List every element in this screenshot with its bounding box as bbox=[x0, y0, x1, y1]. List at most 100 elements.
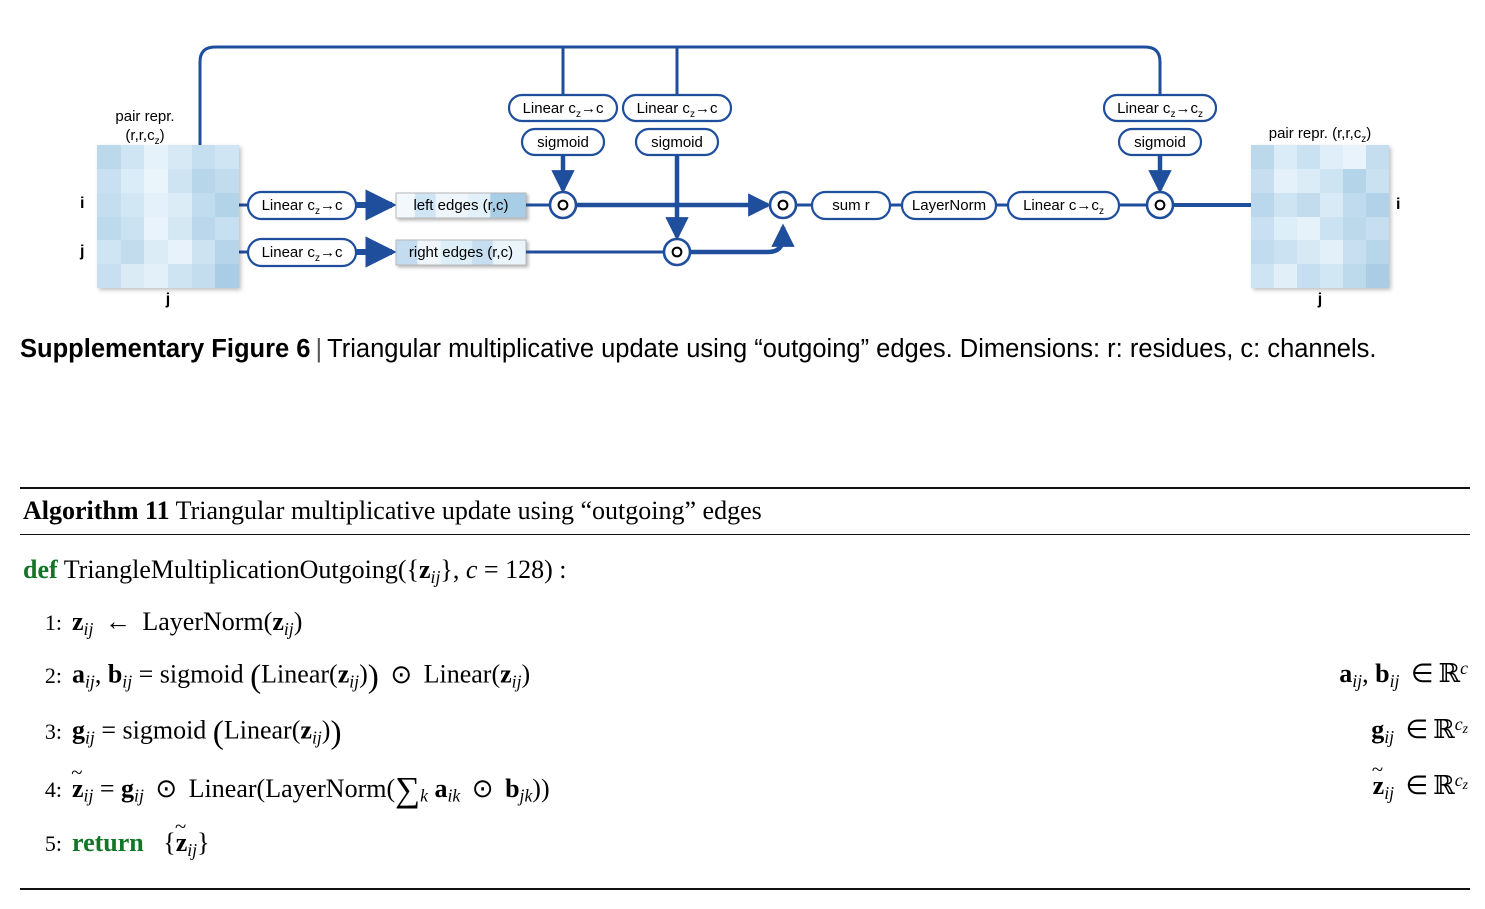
diagram-svg bbox=[99, 45, 1369, 268]
algorithm-rule-mid bbox=[20, 534, 1470, 535]
line4-layernorm: LayerNorm bbox=[265, 773, 387, 803]
right-matrix-cell-4-3 bbox=[1320, 240, 1343, 265]
algorithm-line-3: 3:gij = sigmoid (Linear(zij)) gij ∈ℝcz bbox=[20, 705, 1470, 761]
label-linear-i: Linear cz→c bbox=[248, 197, 356, 217]
tilde-mark-4: ~ bbox=[71, 760, 83, 784]
label-linear-out: Linear c→cz bbox=[1008, 197, 1119, 217]
label-sigmoid-b: sigmoid bbox=[651, 134, 703, 151]
left-matrix-title-sub: z bbox=[154, 136, 160, 147]
left-matrix-cell-2-5 bbox=[215, 192, 239, 217]
label-linear-gate-b-text: Linear c bbox=[636, 100, 690, 117]
def-param-c: c bbox=[465, 555, 478, 584]
label-linear-gate-b-end: →c bbox=[694, 100, 718, 117]
label-linear-gate-out: Linear cz→cz bbox=[1104, 100, 1216, 120]
left-matrix-cell-3-1 bbox=[120, 216, 145, 241]
left-matrix-title-rrc: (r,r,c bbox=[125, 127, 155, 144]
line4-ztilde-sub: ij bbox=[83, 785, 94, 806]
right-matrix-cell-0-1 bbox=[1274, 145, 1297, 169]
line3-linear: Linear bbox=[223, 715, 292, 745]
algorithm-rule-top bbox=[20, 487, 1470, 489]
elem-sym-4: ∈ bbox=[1405, 770, 1429, 800]
left-matrix-cell-1-1 bbox=[120, 168, 145, 193]
label-linear-gate-out-sub2: z bbox=[1197, 109, 1203, 120]
left-matrix-col-label-j: j bbox=[165, 291, 171, 308]
mult-node-c-glyph bbox=[777, 199, 789, 211]
left-matrix-cell-0-4 bbox=[191, 145, 216, 169]
annotation-line-3: gij ∈ℝcz bbox=[1371, 713, 1468, 747]
def-arg-z: z bbox=[418, 555, 431, 584]
left-matrix-cell-3-0 bbox=[97, 216, 121, 241]
label-linear-j-text: Linear c bbox=[261, 244, 315, 261]
caption-figure-number: Supplementary Figure 6 bbox=[20, 335, 311, 363]
left-matrix-cell-4-3 bbox=[167, 240, 192, 265]
line1-var-z-sub: ij bbox=[83, 618, 94, 639]
label-linear-gate-a-end: →c bbox=[580, 100, 604, 117]
right-matrix-cell-5-3 bbox=[1320, 264, 1343, 288]
line4-var-b-sub: jk bbox=[519, 785, 533, 806]
left-matrix-cell-5-4 bbox=[191, 264, 216, 288]
mult-node-d-glyph bbox=[1154, 199, 1166, 211]
left-matrix-cell-4-0 bbox=[97, 240, 121, 265]
label-linear-j-sub: z bbox=[314, 253, 320, 264]
node-sigmoid-a bbox=[520, 127, 606, 157]
line1-arg-z-sub: ij bbox=[283, 618, 294, 639]
node-layernorm bbox=[900, 190, 998, 221]
line3-equals: = bbox=[101, 715, 116, 745]
tilde-mark-5: ~ bbox=[174, 814, 187, 838]
label-sum-r: sum r bbox=[832, 197, 870, 214]
bus-line-main bbox=[198, 45, 1162, 205]
line2-lin2-arg-sub: ij bbox=[511, 671, 522, 692]
line3-var-g: g bbox=[72, 715, 85, 745]
line4-var-g: g bbox=[121, 773, 135, 803]
right-matrix-cell-5-1 bbox=[1274, 264, 1297, 288]
right-matrix-cell-3-2 bbox=[1297, 216, 1320, 241]
node-linear-i bbox=[246, 190, 358, 221]
label-left-edges: left edges (r,c) bbox=[413, 197, 509, 214]
algorithm-rule-bottom bbox=[20, 887, 1470, 890]
right-matrix-cell-1-1 bbox=[1274, 168, 1297, 193]
right-matrix-cell-2-5 bbox=[1366, 192, 1389, 217]
left-matrix-cell-2-3 bbox=[167, 192, 192, 217]
line5-ztilde-base: z bbox=[175, 827, 188, 857]
label-linear-gate-a-text: Linear c bbox=[522, 100, 576, 117]
label-linear-i-sub: z bbox=[314, 206, 320, 217]
line1-layernorm: LayerNorm bbox=[142, 606, 264, 636]
right-matrix-cell-0-3 bbox=[1320, 145, 1343, 169]
line2-comma: , bbox=[94, 659, 108, 689]
right-matrix-cell-1-4 bbox=[1343, 168, 1366, 193]
right-matrix-cell-4-2 bbox=[1297, 240, 1320, 265]
line4-var-b: b bbox=[505, 773, 520, 803]
right-matrix-cell-4-5 bbox=[1366, 240, 1389, 265]
hadamard-op-3: ⊙ bbox=[471, 773, 494, 803]
left-matrix-cell-3-4 bbox=[191, 216, 216, 241]
line2-sigmoid: sigmoid bbox=[159, 659, 244, 689]
right-matrix-cell-1-2 bbox=[1297, 168, 1320, 193]
def-close: ) : bbox=[544, 555, 567, 584]
annotation-line-2: aij, bij ∈ℝc bbox=[1339, 657, 1468, 691]
right-matrix-title-text: pair repr. (r,r,c bbox=[1268, 125, 1362, 142]
line-number-1: 1: bbox=[44, 609, 62, 635]
right-matrix-col-label-j: j bbox=[1317, 291, 1323, 308]
left-pair-repr-matrix bbox=[97, 145, 239, 288]
left-matrix-cell-1-0 bbox=[97, 168, 121, 193]
algorithm-block: Algorithm 11 Triangular multiplicative u… bbox=[20, 487, 1470, 890]
line2-lin2-arg: z bbox=[500, 659, 512, 689]
right-matrix-cell-5-2 bbox=[1297, 264, 1320, 288]
label-linear-gate-a-sub: z bbox=[575, 109, 581, 120]
algorithm-line-2: 2:aij, bij = sigmoid (Linear(zij)) ⊙ Lin… bbox=[20, 649, 1470, 705]
label-sigmoid-a: sigmoid bbox=[537, 134, 589, 151]
right-matrix-cell-4-0 bbox=[1251, 240, 1274, 265]
left-matrix-row-label-j: j bbox=[80, 243, 85, 260]
left-matrix-cell-3-3 bbox=[167, 216, 192, 241]
left-matrix-cell-0-2 bbox=[144, 145, 168, 169]
left-matrix-cell-2-2 bbox=[144, 192, 168, 217]
mult-node-a-glyph bbox=[557, 199, 569, 211]
line3-paren-open: ( bbox=[212, 713, 224, 751]
left-matrix-cell-2-4 bbox=[191, 192, 216, 217]
right-matrix-cell-2-2 bbox=[1297, 192, 1320, 217]
right-matrix-cell-0-4 bbox=[1343, 145, 1366, 169]
sum-symbol: ∑ bbox=[395, 769, 421, 809]
left-matrix-cell-0-0 bbox=[97, 145, 121, 169]
reals-4-exp: cz bbox=[1454, 769, 1468, 792]
right-matrix-title-close: ) bbox=[1366, 125, 1372, 142]
